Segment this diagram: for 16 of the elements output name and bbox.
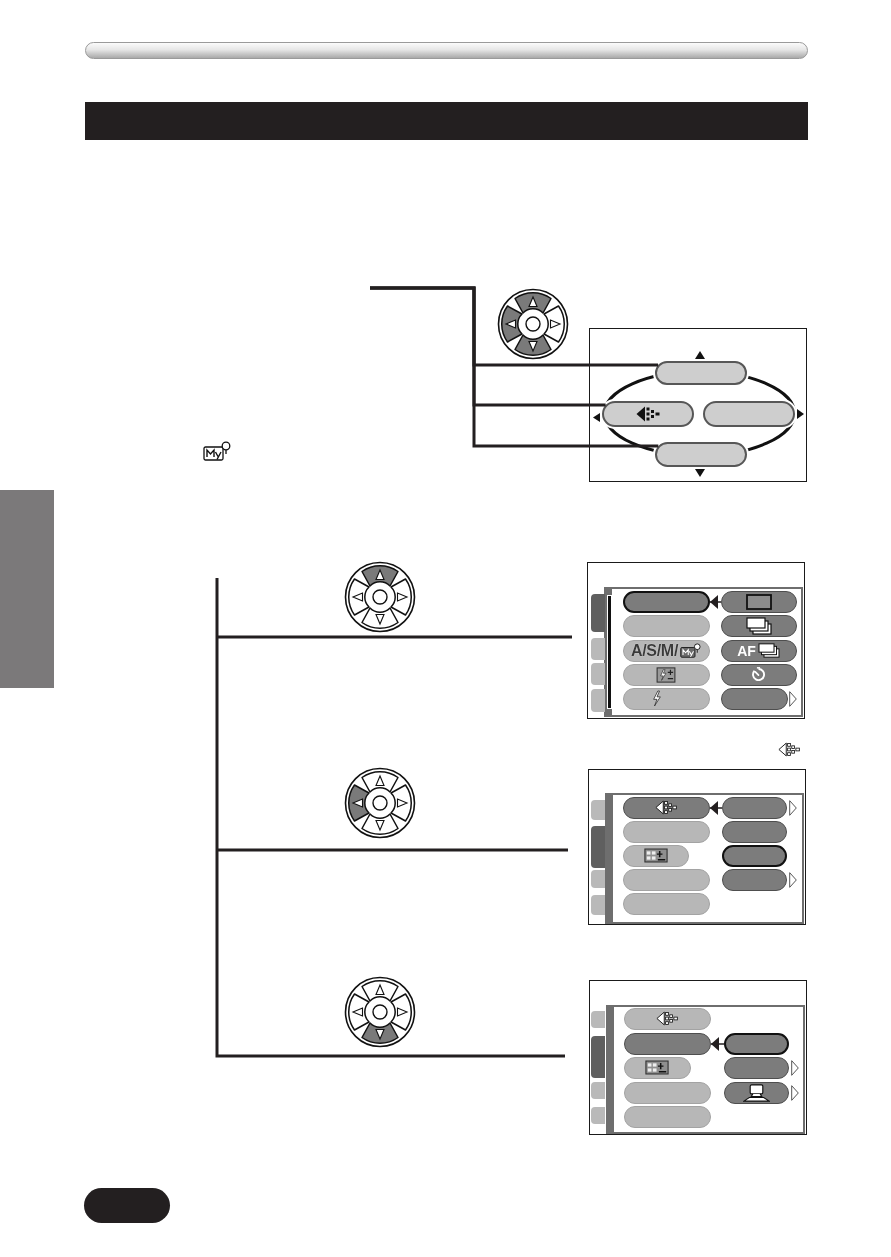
menu-label: AF [737,643,756,658]
pointer-arrow [709,801,723,815]
pointer-arrow [709,595,722,609]
pointer-arrow [710,1037,725,1051]
menu-item [601,400,694,427]
menu-label: A/S/M/ [630,642,679,659]
screen-frame [589,328,807,482]
screen-frame [589,980,807,1135]
menu-item [702,400,795,427]
title-bar [85,102,808,140]
screen-frame [587,562,805,719]
screen-frame [588,769,806,925]
leader-line [370,286,659,448]
menu-item [654,441,747,467]
menu-item [654,360,747,385]
side-tab [0,490,54,688]
